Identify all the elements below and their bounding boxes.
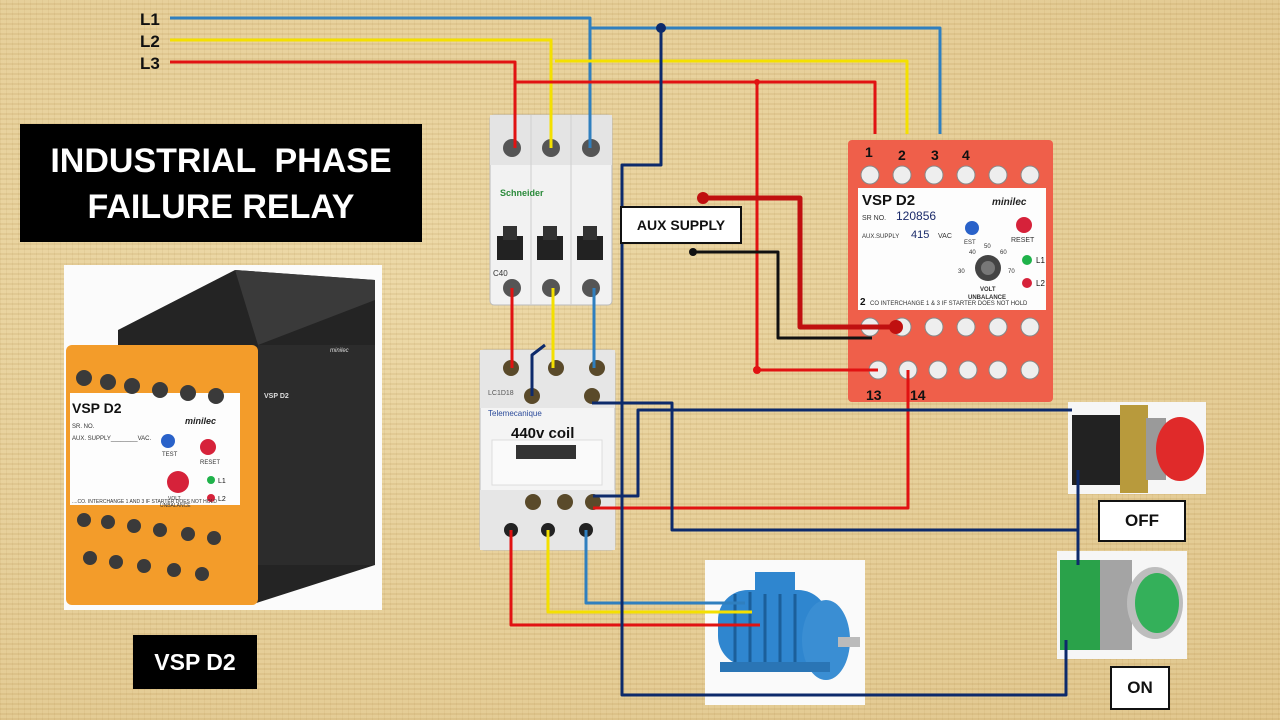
wire-l2-relay — [555, 59, 909, 134]
title-banner: INDUSTRIAL PHASE FAILURE RELAY — [20, 124, 422, 242]
photo-led-l2-icon — [207, 494, 215, 502]
junction-dots — [656, 23, 903, 374]
wire-control-red — [593, 370, 910, 510]
phase-label-l1: L1 — [140, 10, 160, 29]
dial-value-30: 30 — [958, 269, 965, 275]
wire-l3-mcb — [170, 60, 517, 148]
phase-label-l3: L3 — [140, 54, 160, 73]
wire-aux-red — [703, 195, 896, 330]
model-label-box: VSP D2 — [133, 635, 257, 689]
wire-motor-yellow — [546, 530, 752, 614]
off-push-button — [1068, 402, 1206, 494]
terminal-4: 4 — [962, 147, 970, 163]
test-button-icon — [965, 221, 979, 235]
wire-aux-black — [693, 250, 872, 340]
wire-off-navy — [592, 401, 1080, 532]
photo-test-icon — [161, 434, 175, 448]
aux-supply-text: AUX SUPPLY — [636, 217, 726, 233]
photo-brand: minilec — [185, 416, 216, 426]
led-l1-icon — [1022, 255, 1032, 265]
mcb-rating: C40 — [493, 269, 508, 278]
wire-control-navy-main — [620, 28, 1068, 697]
relay-serial-label: SR NO. — [862, 215, 886, 222]
relay-serial: 120856 — [896, 209, 936, 223]
relay-model: VSP D2 — [862, 192, 915, 209]
terminal-2: 2 — [898, 147, 906, 163]
photo-model: VSP D2 — [72, 400, 122, 416]
relay-note-prefix: 2 — [860, 297, 866, 308]
wire-l2-mcb — [170, 38, 553, 148]
green-button-icon — [1135, 573, 1179, 633]
off-label-text: OFF — [1125, 511, 1159, 530]
relay-test-label: EST — [964, 240, 976, 246]
on-label: ON — [1110, 666, 1170, 710]
photo-volt-label: VOLT — [168, 496, 181, 502]
photo-dial-icon — [167, 471, 189, 493]
contactor: Telemecanique LC1D18 440v coil — [479, 349, 616, 551]
photo-led-l1-label: L1 — [218, 478, 226, 485]
photo-note: ....CO. INTERCHANGE 1 AND 3 IF STARTER D… — [72, 499, 217, 505]
phase-label-l2: L2 — [140, 32, 160, 51]
photo-side-label: VSP D2 — [264, 393, 289, 400]
model-label: VSP D2 — [154, 648, 236, 675]
off-label: OFF — [1098, 500, 1186, 542]
relay-aux-value: 415 — [911, 229, 929, 241]
motor — [705, 560, 865, 705]
terminal-14: 14 — [910, 387, 926, 403]
photo-aux-text: AUX. SUPPLY________VAC. — [72, 436, 151, 442]
aux-supply-label: AUX SUPPLY — [620, 206, 742, 244]
mcb-breaker: Schneider C40 — [489, 114, 613, 306]
dial-value-60: 60 — [1000, 250, 1007, 256]
relay-product-photo: VSP D2 minilec SR. NO. AUX. SUPPLY______… — [64, 265, 382, 610]
wire-motor-blue — [584, 530, 745, 605]
terminal-13: 13 — [866, 387, 882, 403]
phase-relay: VSP D2 minilec SR NO. 120856 AUX.SUPPLY … — [848, 140, 1053, 403]
contactor-model: LC1D18 — [488, 390, 514, 397]
wire-motor-red — [509, 530, 760, 627]
wire-l1-mcb — [170, 16, 592, 148]
wire-coil-navy — [530, 343, 546, 396]
photo-serial-label: SR. NO. — [72, 424, 95, 430]
led-l1-label: L1 — [1036, 256, 1045, 265]
contactor-brand: Telemecanique — [488, 409, 542, 418]
photo-led-l2-label: L2 — [218, 496, 226, 503]
terminal-1: 1 — [865, 144, 873, 160]
photo-led-l1-icon — [207, 476, 215, 484]
wire-hold-navy — [593, 408, 1072, 498]
relay-note: CO INTERCHANGE 1 & 3 IF STARTER DOES NOT… — [870, 301, 1028, 307]
motor-icon — [718, 590, 828, 666]
red-button-icon — [1156, 417, 1204, 481]
coil-label: 440v coil — [511, 425, 574, 442]
photo-side-brand: minilec — [330, 348, 349, 354]
led-l2-icon — [1022, 278, 1032, 288]
relay-aux-text: AUX.SUPPLY — [862, 234, 899, 240]
led-l2-label: L2 — [1036, 279, 1045, 288]
relay-reset-label: RESET — [1011, 237, 1035, 244]
wire-l1-relay — [590, 26, 942, 134]
dial-value-50: 50 — [984, 244, 991, 250]
dial-value-70: 70 — [1008, 269, 1015, 275]
mcb-brand: Schneider — [500, 188, 544, 198]
relay-volt-label: VOLT — [980, 287, 996, 293]
relay-unbalance-label: UNBALANCE — [968, 295, 1006, 301]
photo-unbalance-label: UNBALANCE — [160, 503, 191, 509]
photo-test-label: TEST — [162, 452, 178, 458]
wire-l3-relay — [515, 80, 877, 134]
terminal-3: 3 — [931, 147, 939, 163]
relay-aux-unit: VAC — [938, 233, 952, 240]
title-line-1: INDUSTRIAL PHASE — [50, 142, 392, 180]
on-push-button — [1057, 551, 1187, 659]
reset-button-icon — [1016, 217, 1032, 233]
title-line-2: FAILURE RELAY — [87, 188, 355, 226]
dial-value-40: 40 — [969, 250, 976, 256]
on-label-text: ON — [1127, 678, 1153, 697]
photo-reset-icon — [200, 439, 216, 455]
relay-brand: minilec — [992, 197, 1027, 208]
photo-reset-label: RESET — [200, 460, 220, 466]
